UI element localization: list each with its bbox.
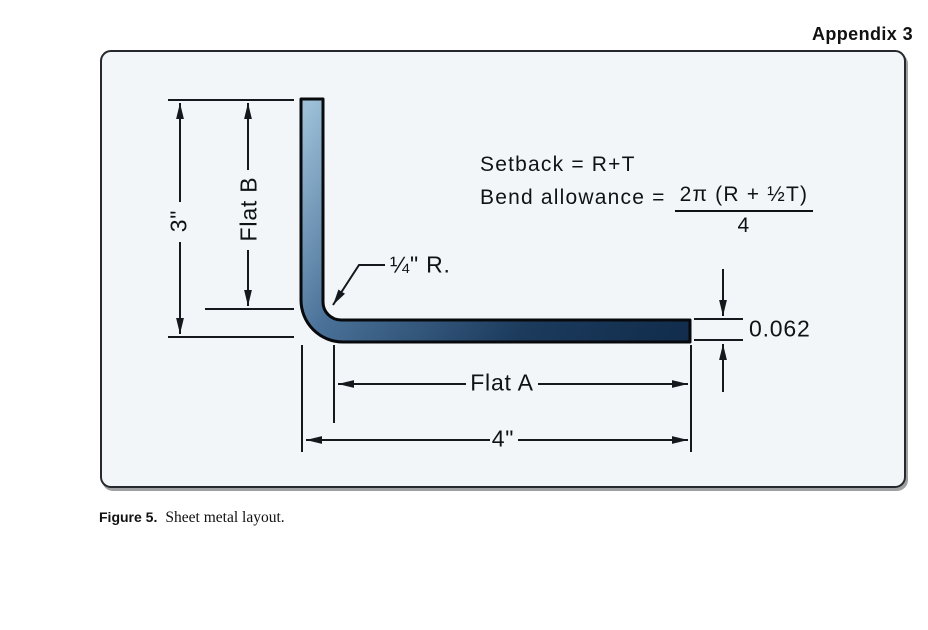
formula-denominator: 4 bbox=[737, 214, 751, 237]
formula-setback: Setback = R+T bbox=[480, 153, 636, 176]
label-bend-radius: ¼" R. bbox=[390, 251, 451, 278]
figure-box: 3" Flat B ¼" R. 0.062 Flat A 4" Setback … bbox=[100, 50, 906, 488]
figure-caption-text: Sheet metal layout. bbox=[165, 509, 285, 526]
appendix-header: Appendix 3 bbox=[811, 24, 913, 44]
formula-bend-prefix: Bend allowance = bbox=[480, 186, 666, 209]
label-width-4in: 4" bbox=[491, 425, 515, 452]
formula-block: Setback = R+T Bend allowance = 2π (R + ½… bbox=[480, 149, 814, 238]
label-height-3in: 3" bbox=[165, 209, 192, 233]
sheet-metal-shape bbox=[299, 97, 692, 344]
formula-bend-allowance: Bend allowance = 2π (R + ½T) 4 bbox=[480, 182, 814, 238]
label-flat-a: Flat A bbox=[470, 369, 534, 396]
figure-caption-label: Figure 5. bbox=[99, 509, 158, 525]
leader-bend-radius bbox=[332, 264, 385, 306]
label-flat-b: Flat B bbox=[235, 176, 262, 242]
figure-caption: Figure 5. Sheet metal layout. bbox=[99, 509, 285, 527]
sheet-metal-diagram bbox=[168, 97, 743, 452]
formula-numerator: 2π (R + ½T) bbox=[674, 182, 814, 212]
formula-fraction: 2π (R + ½T) 4 bbox=[674, 182, 814, 238]
label-thickness: 0.062 bbox=[749, 315, 811, 342]
